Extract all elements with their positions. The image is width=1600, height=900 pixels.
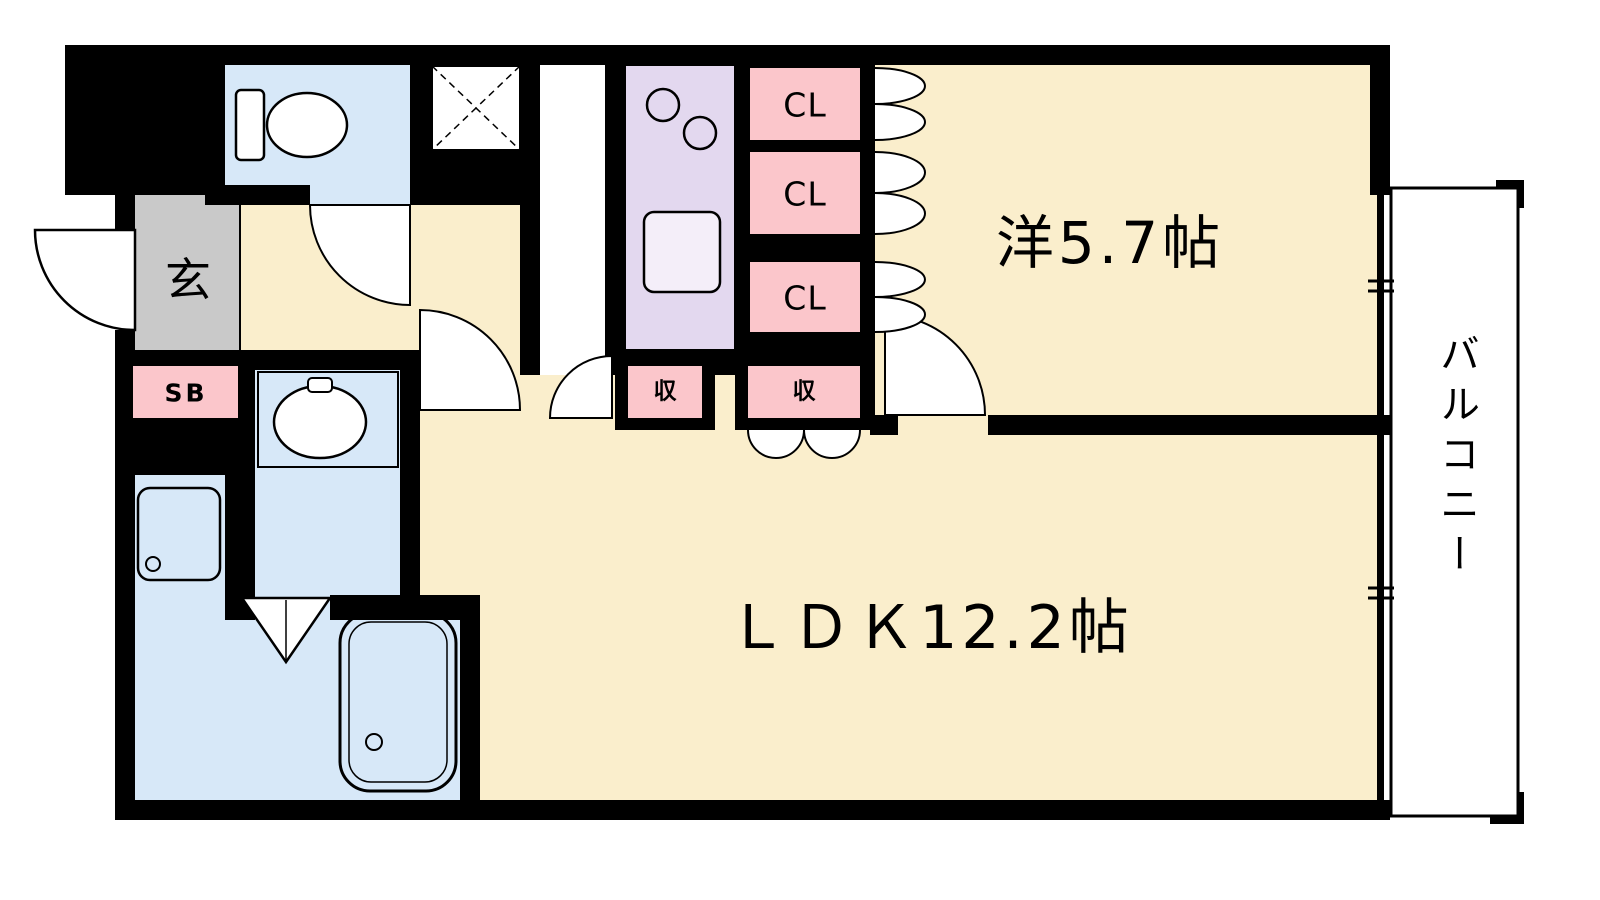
storage-door-swing — [548, 354, 613, 419]
wall-window-right — [1377, 195, 1384, 805]
wall-entrance-left-bottom — [115, 330, 135, 355]
walls — [65, 45, 1524, 824]
kitchen-counter-outline — [624, 64, 736, 351]
wall-bathroom-top-left — [115, 455, 255, 475]
storage-right-box — [748, 366, 860, 418]
closet-2-folding-door — [874, 151, 926, 235]
vanity-counter — [257, 371, 399, 468]
toilet-bowl — [265, 91, 349, 159]
closet-1-label: CL — [783, 85, 827, 125]
balcony-railing — [1389, 186, 1520, 818]
balcony-group — [239, 186, 1520, 818]
wall-bathroom-top-stub — [225, 595, 240, 620]
wall-entrance-left-top — [115, 195, 135, 230]
hall-door-swing — [419, 308, 522, 411]
shower-area — [136, 486, 222, 582]
storage-left-label: 収 — [653, 378, 677, 405]
wall-washroom-left — [225, 455, 255, 620]
entrance-door-swing — [33, 228, 137, 332]
bathtub — [338, 611, 458, 793]
washer-pad-cross-2 — [431, 65, 521, 151]
entrance-label: 玄 — [165, 253, 211, 307]
vanity-basin — [272, 384, 368, 460]
closet-3-box — [750, 262, 860, 332]
bathtub-drain — [365, 733, 383, 751]
stove-burner-2 — [682, 115, 718, 151]
shower-drain — [145, 556, 161, 572]
stove-burner-1 — [645, 87, 681, 123]
western-room-label: 洋5.7帖 — [995, 209, 1225, 277]
shoe-box — [133, 366, 238, 418]
wall-washroom-right — [400, 350, 420, 600]
wall-right-top — [1370, 45, 1390, 195]
closet-3-label: CL — [783, 278, 827, 318]
wall-pipe-left — [520, 45, 540, 375]
storage-left-box — [628, 366, 702, 418]
closet-2-label: CL — [783, 174, 827, 214]
doors — [33, 67, 987, 665]
pipe-space-floor — [540, 65, 605, 375]
toilet-door-swing — [308, 204, 411, 307]
wall-western-bottom-stub — [870, 415, 898, 435]
wall-bathroom-top — [330, 595, 480, 620]
wall-toilet-right — [410, 45, 432, 205]
wall-bathroom-right — [460, 595, 480, 820]
closets — [133, 68, 860, 418]
shoe-box-label: SB — [164, 378, 208, 408]
wall-bottom — [115, 800, 1390, 820]
storage-folding-door — [747, 429, 861, 459]
kitchen-sink — [642, 210, 722, 294]
bathtub-inner — [348, 621, 448, 783]
vanity-faucet — [307, 377, 333, 393]
wall-top — [65, 45, 1390, 65]
wall-kitchen-left — [605, 45, 625, 375]
closet-3-folding-door — [874, 261, 926, 333]
closet-2-box — [750, 152, 860, 234]
wall-topleft-block — [65, 45, 225, 195]
closet-1-box — [750, 68, 860, 140]
entrance-floor — [135, 195, 240, 368]
ldk-label: ＬＤＫ12.2帖 — [727, 593, 1133, 663]
kitchen-floor — [625, 65, 735, 350]
wall-outer-left — [115, 455, 135, 820]
toilet-tank — [234, 88, 266, 162]
balcony-label: バルコニー — [1433, 333, 1479, 583]
fixtures — [136, 64, 736, 793]
wall-western-bottom — [988, 415, 1390, 435]
closet-1-folding-door — [874, 67, 926, 141]
wall-toilet-bottom — [205, 185, 310, 205]
storage-right-label: 収 — [792, 378, 816, 405]
wall-washroom-top — [235, 350, 420, 370]
